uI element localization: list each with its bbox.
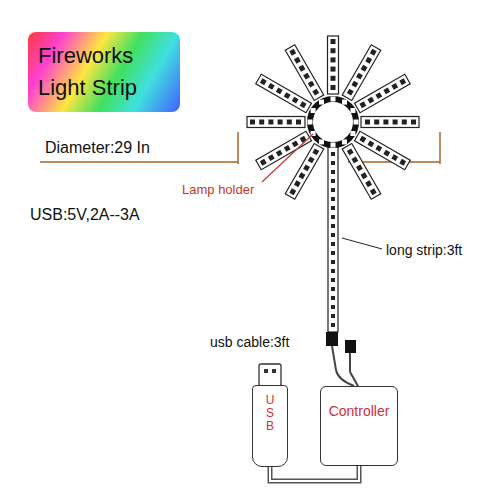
long-strip [328,146,338,332]
leader-line [262,134,313,182]
lamp-holder [308,97,359,148]
part-label: usb cable:3ft [210,334,289,350]
part-label: Lamp holder [182,182,254,197]
usb-plug-tip [259,364,281,386]
dimension-line [40,132,440,164]
title-text: Fireworks Light Strip [38,40,166,104]
usb-cable-core [270,466,359,481]
leader-line [342,238,382,249]
usb-cable [270,466,359,481]
strip-connector [326,332,358,386]
dimension-label: Diameter:29 In [45,139,150,157]
controller-box: Controller [320,386,398,466]
node-text: Controller [321,403,397,419]
spec-label: USB:5V,2A--3A [30,206,140,224]
title-banner: Fireworks Light Strip [28,32,180,112]
part-label: long strip:3ft [386,242,462,258]
node-text: USB [264,394,276,466]
usb-plug: USB [252,385,288,467]
